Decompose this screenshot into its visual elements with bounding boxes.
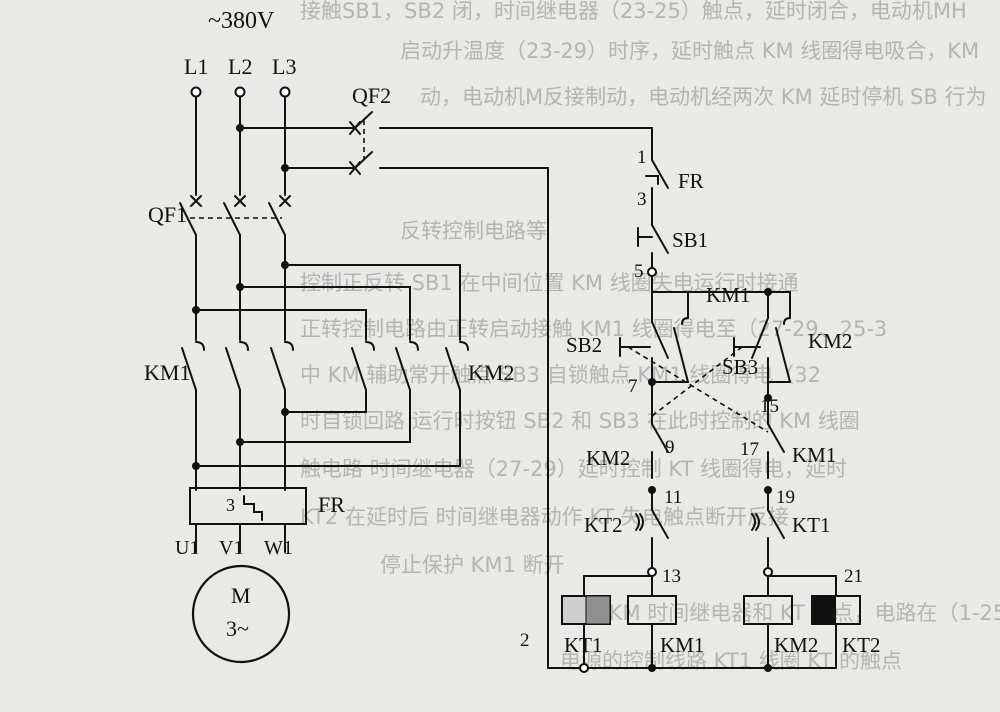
bg-line-11: 停止保护 KM1 断开 [380,553,565,577]
node-7: 7 [628,376,638,397]
node-13: 13 [662,566,681,587]
bg-line-7: 中 KM 辅助常开触点 SB3 自锁触点 KM1 线圈得电（32 [300,363,821,387]
terminal-v1: V1 [219,537,243,559]
node-19: 19 [776,487,795,508]
km2-hold-label: KM2 [808,329,852,353]
motor-phase-label: 3~ [226,616,249,641]
coil-km2-label: KM2 [774,633,818,657]
km1-hold-label: KM1 [706,283,750,307]
motor-label: M [231,583,251,608]
sb2-label: SB2 [566,333,602,357]
terminal-l1 [190,86,202,98]
bg-line-12: 保护 KM 时间继电器和 KT 触点，电路在（1-25） [560,601,1000,625]
breaker-qf1: QF1 [148,195,291,236]
node-2: 2 [520,630,530,651]
coil-kt1 [561,595,611,625]
qf1-label: QF1 [148,202,187,227]
km2-interlock-label: KM2 [586,446,630,470]
node-17: 17 [740,439,759,460]
km1-interlock-label: KM1 [792,443,836,467]
breaker-qf2: QF2 [349,83,653,669]
bg-line-6: 正转控制电路由正转启动接触 KM1 线圈得电至（27-29、25-3 [300,317,887,341]
bg-line-9: 触电路 时间继电器（27-29）延时控制 KT 线圈得电，延时 [300,457,847,481]
terminal-w1: W1 [264,537,293,559]
main-circuit: ~380V L1 L2 L3 QF2 [144,8,653,669]
contactor-km1: KM1 [144,341,294,391]
node-11: 11 [664,487,682,508]
phase-l1-label: L1 [184,54,208,79]
motor: M 3~ [191,564,291,664]
km1-main-label: KM1 [144,360,190,385]
sb3-label: SB3 [722,355,758,379]
terminal-u1: U1 [175,537,199,559]
km2-tap-l1 [195,309,367,341]
phase-l3-label: L3 [272,54,296,79]
contactor-km2: KM2 [351,341,514,391]
coil-km1-label: KM1 [660,633,704,657]
km2-tap-l3 [284,264,461,341]
node-5: 5 [634,261,644,282]
bg-line-8: 时自锁回路 运行时按钮 SB2 和 SB3 在此时控制的 KM 线圈 [300,409,860,433]
phase-l2-label: L2 [228,54,252,79]
fr-box-number: 3 [226,495,235,515]
thermal-relay-fr: 3 FR [189,487,345,525]
bg-line-10: KT2 在延时后 时间继电器动作 KT 失电触点断开反接 [300,505,789,529]
node-9: 9 [665,437,675,458]
fr-contact-label: FR [678,169,704,193]
kt1-contact-label: KT1 [792,513,831,537]
km2-tap-l2 [239,286,411,341]
km2-main-label: KM2 [468,360,514,385]
terminal-l2 [234,86,246,98]
bg-line-3: 动，电动机M反接制动，电动机经两次 KM 延时停机 SB 行为 [420,85,986,109]
supply-voltage: ~380V [208,8,275,34]
sb1-label: SB1 [672,228,708,252]
node-21: 21 [844,566,863,587]
bg-line-1: 接触SB1，SB2 闭，时间继电器（23-25）触点，延时闭合，电动机MH [300,0,967,23]
node-3: 3 [637,189,647,210]
qf2-label: QF2 [352,83,391,108]
coil-kt2-label: KT2 [842,633,881,657]
control-circuit: 1 FR 3 SB1 5 KM1 SB2 7 [520,147,881,673]
node-15: 15 [760,396,779,417]
fr-label: FR [318,492,345,517]
terminal-l3 [279,86,291,98]
kt2-contact-label: KT2 [584,513,623,537]
node-1: 1 [637,147,647,168]
bg-line-4: 反转控制电路等 [400,219,547,243]
bg-line-2: 启动升温度（23-29）时序，延时触点 KM 线圈得电吸合，KM [400,39,979,63]
